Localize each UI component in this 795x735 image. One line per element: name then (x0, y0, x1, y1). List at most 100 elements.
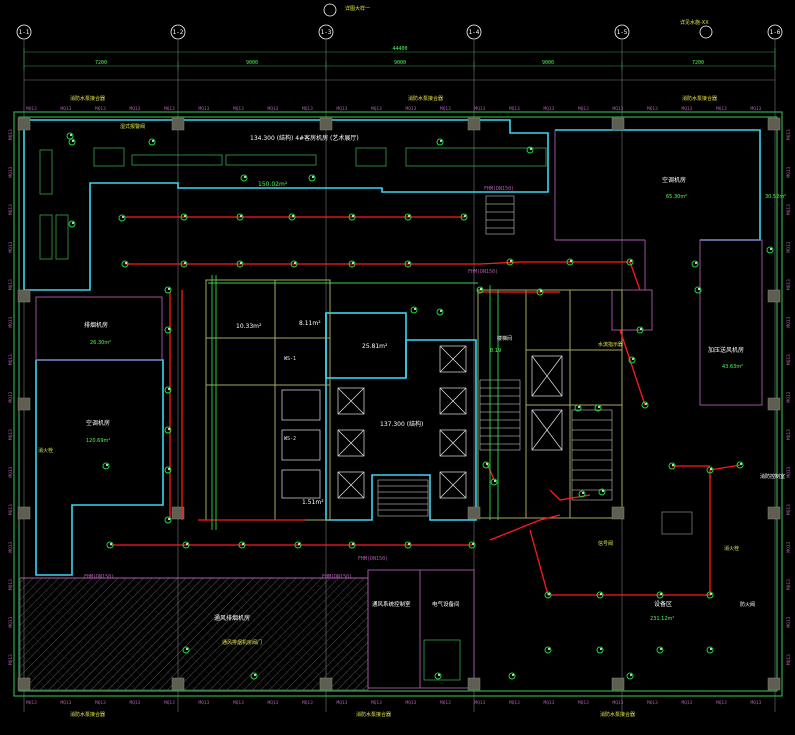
sprinkler-head-symbol (348, 541, 356, 549)
sprinkler-head-dot (582, 492, 584, 494)
wall-tag-left: MQ13 (8, 279, 14, 290)
sprinkler-head-dot (660, 648, 662, 650)
ac-room-w-label: 空调机房 (86, 419, 110, 427)
sprinkler-head-symbol (348, 260, 356, 268)
sprinkler-head-symbol (180, 213, 188, 221)
sprinkler-head-symbol (526, 146, 534, 154)
wall-tag-bottom: MQ13 (647, 700, 658, 706)
sprinkler-head-dot (602, 490, 604, 492)
wall-tag-right: MQ13 (786, 354, 792, 365)
sprinkler-head-symbol (468, 541, 476, 549)
sprinkler-head-dot (660, 593, 662, 595)
sprinkler-head-dot (440, 310, 442, 312)
wall-tag-top: MQ13 (95, 106, 106, 112)
sprinkler-head-symbol (66, 132, 74, 140)
note-right: 消火栓 (724, 545, 739, 552)
wall-tag-left: MQ13 (8, 129, 14, 140)
wall-tag-top: MQ13 (337, 106, 348, 112)
sprinkler-head-symbol (238, 541, 246, 549)
east-note-b: 防火阀 (740, 601, 755, 608)
sprinkler-head-symbol (574, 404, 582, 412)
sprinkler-head-dot (672, 464, 674, 466)
sprinkler-head-symbol (544, 591, 552, 599)
sprinkler-head-dot (240, 262, 242, 264)
sprinkler-head-dot (186, 543, 188, 545)
sprinkler-head-dot (698, 288, 700, 290)
office-label: 134.300 (结构) 4#客房机房 (艺术展厅) (250, 134, 359, 142)
sprinkler-head-symbol (288, 213, 296, 221)
wall-tag-bottom: MQ13 (164, 700, 175, 706)
wall-tag-bottom: MQ13 (130, 700, 141, 706)
sprinkler-head-symbol (182, 646, 190, 654)
sprinkler-head-symbol (404, 260, 412, 268)
structural-columns (17, 117, 781, 691)
sprinkler-head-dot (600, 648, 602, 650)
wall-tag-bottom: MQ13 (61, 700, 72, 706)
wall-tag-top: MQ13 (544, 106, 555, 112)
room-b-area: 8.11m² (299, 320, 321, 327)
sprinkler-head-dot (312, 176, 314, 178)
sprinkler-head-dot (548, 593, 550, 595)
stair-label: 楼梯间 (497, 335, 512, 342)
sprinkler-head-symbol (490, 478, 498, 486)
wall-tag-right: MQ13 (786, 579, 792, 590)
wall-tag-left: MQ13 (8, 316, 14, 327)
sprinkler-head-dot (168, 468, 170, 470)
sprinkler-head-symbol (656, 591, 664, 599)
wall-tag-bottom: MQ13 (440, 700, 451, 706)
partitions (20, 130, 763, 689)
sw-hatched-label: 通风排烟机房 (214, 614, 250, 622)
dim-bay-5: 7200 (692, 60, 704, 66)
sprinkler-head-dot (408, 215, 410, 217)
sprinkler-head-symbol (250, 672, 258, 680)
ac-room-w-area: 120.69m² (86, 438, 110, 444)
sprinkler-head-dot (186, 648, 188, 650)
sprinkler-head-symbol (164, 286, 172, 294)
sprinkler-head-dot (695, 262, 697, 264)
sprinkler-head-symbol (668, 462, 676, 470)
sprinkler-head-symbol (404, 213, 412, 221)
sprinkler-head-dot (578, 406, 580, 408)
wall-tag-left: MQ13 (8, 504, 14, 515)
sprinkler-head-symbol (636, 326, 644, 334)
wall-tag-top: MQ13 (682, 106, 693, 112)
elevator-shafts (281, 345, 563, 499)
dimension-lines (23, 48, 776, 81)
south-room-a-label: 通风系统控制室 (372, 600, 411, 608)
sprinkler-head-dot (254, 674, 256, 676)
sprinkler-head-symbol (596, 646, 604, 654)
sprinkler-head-dot (408, 543, 410, 545)
room-d-area: 1.51m² (302, 499, 324, 506)
sprinkler-head-symbol (598, 488, 606, 496)
wall-tag-bottom: MQ13 (337, 700, 348, 706)
sprinkler-head-dot (292, 215, 294, 217)
sprinkler-head-dot (770, 248, 772, 250)
pipe-tag-3: FHM(DN150) (84, 574, 114, 580)
sprinkler-head-dot (184, 215, 186, 217)
sprinkler-head-dot (438, 674, 440, 676)
sprinkler-head-symbol (536, 288, 544, 296)
wall-tag-left: MQ13 (8, 204, 14, 215)
sprinkler-head-dot (464, 215, 466, 217)
sprinkler-head-dot (510, 260, 512, 262)
sprinkler-head-symbol (594, 404, 602, 412)
axis-bubbles (16, 3, 783, 40)
dim-bay-4: 9000 (542, 60, 554, 66)
wall-tag-right: MQ13 (786, 654, 792, 665)
sprinkler-head-symbol (410, 306, 418, 314)
wall-tag-bottom: MQ13 (233, 700, 244, 706)
sprinkler-head-dot (352, 262, 354, 264)
dim-bay-1: 7200 (95, 60, 107, 66)
office-area: 150.02m² (258, 181, 288, 188)
sprinkler-head-dot (570, 260, 572, 262)
sprinkler-head-symbol (106, 541, 114, 549)
sprinkler-head-symbol (240, 174, 248, 182)
wall-tag-left: MQ13 (8, 391, 14, 402)
sprinkler-head-dot (598, 406, 600, 408)
sprinkler-head-dot (740, 463, 742, 465)
wall-tag-top: MQ13 (613, 106, 624, 112)
note-core: 水流指示器 (598, 341, 623, 348)
sprinkler-pipes (110, 216, 741, 596)
sprinkler-head-dot (486, 463, 488, 465)
